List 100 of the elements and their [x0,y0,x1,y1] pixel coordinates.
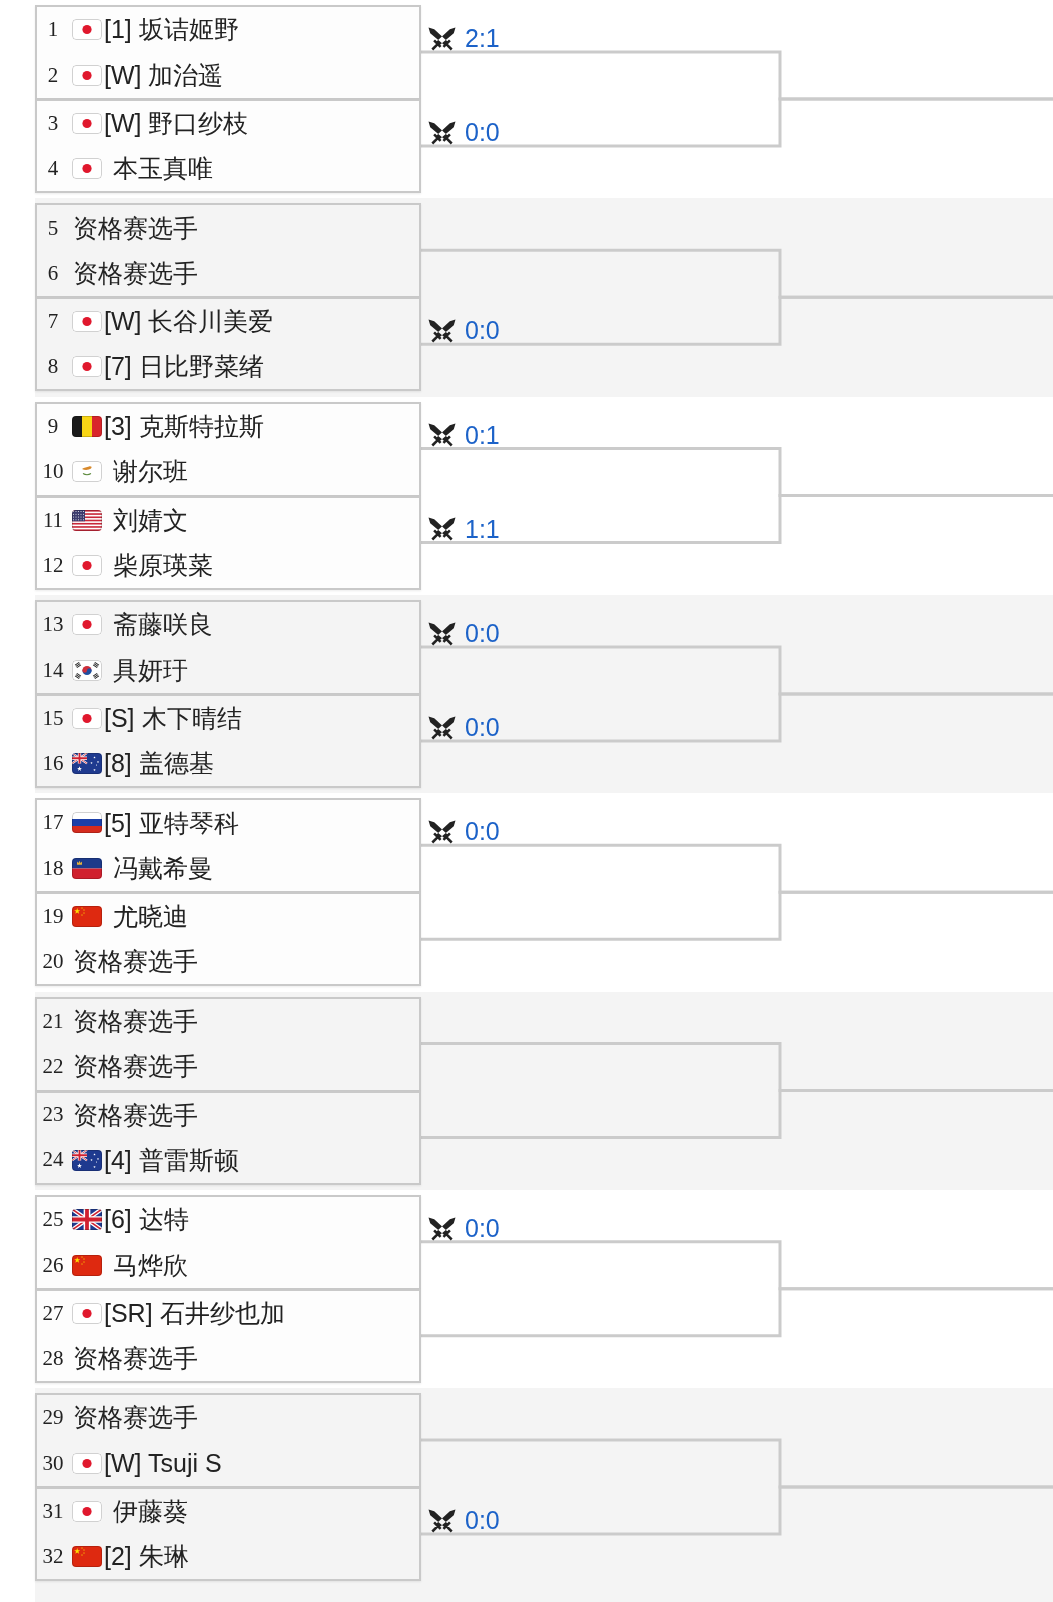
draw-position-number: 1 [46,18,60,42]
draw-position-number: 4 [46,156,60,181]
match-box [35,693,421,788]
head-to-head-score: 0:0 [465,1507,500,1535]
draw-position-number: 32 [41,1545,65,1569]
player-name: 柴原瑛菜 [113,550,213,580]
head-to-head-score: 1:1 [465,515,500,544]
player-row [37,1242,419,1288]
player-name: 冯戴希曼 [113,854,213,883]
player-row [37,1092,419,1138]
match-box [35,1194,421,1289]
player-row [37,205,419,251]
player-row [37,299,419,345]
player-name: 资格赛选手 [73,947,198,977]
draw-position-number: 13 [41,613,65,637]
draw-position-number: 12 [41,553,65,577]
draw-position-number: 7 [46,310,60,334]
player-row [37,1196,419,1243]
bracket-line [421,97,1053,148]
player-name: 谢尔班 [113,457,188,487]
match-box [35,1393,421,1488]
player-row [37,1335,419,1381]
player-row [37,1137,419,1183]
player-row [37,344,419,390]
player-name: 本玉真唯 [113,154,213,183]
match-box [35,1090,421,1185]
match-box [35,401,421,496]
player-name: 尤晓迪 [113,902,188,932]
player-name: [W] Tsuji S [104,1448,222,1478]
player-row [37,998,419,1044]
draw-position-number: 11 [41,508,65,532]
draw-position-number: 24 [41,1148,65,1172]
player-name: 资格赛选手 [73,213,198,243]
draw-position-number: 10 [41,460,65,484]
draw-position-number: 29 [41,1406,65,1430]
player-name: [5] 亚特琴科 [104,808,239,838]
draw-position-number: 9 [46,414,60,438]
draw-position-number: 15 [41,706,65,730]
head-to-head-score: 0:0 [465,713,500,742]
player-row [37,740,419,786]
match-box [35,99,421,193]
player-row [37,939,419,985]
head-to-head-score: 0:0 [465,119,500,147]
player-name: [7] 日比野菜绪 [104,352,264,382]
head-to-head-score: 0:1 [465,421,500,450]
draw-position-number: 14 [41,658,65,682]
player-row [37,1534,419,1580]
player-row [37,250,419,297]
player-name: 伊藤葵 [113,1497,188,1526]
draw-position-number: 27 [41,1301,65,1325]
player-name: 资格赛选手 [73,1403,198,1433]
head-to-head-score: 0:0 [465,818,500,846]
player-name: 资格赛选手 [73,1006,198,1036]
player-name: [4] 普雷斯顿 [104,1145,239,1175]
player-name: [S] 木下晴结 [104,704,242,733]
draw-position-number: 23 [41,1103,65,1127]
draw-position-number: 22 [41,1055,65,1079]
draw-position-number: 5 [46,216,60,240]
player-name: [SR] 石井纱也加 [104,1298,285,1328]
player-row [37,800,419,846]
player-name: 具妍玗 [113,655,188,685]
bracket-line [421,890,1053,941]
player-row [37,542,419,588]
draw-position-number: 18 [41,856,65,880]
player-name: [W] 长谷川美爱 [104,307,274,337]
player-row [37,601,419,648]
match-box [35,203,421,298]
player-row [37,1440,419,1487]
match-box [35,599,421,694]
player-name: 刘婧文 [113,505,188,535]
player-row [37,1395,419,1441]
match-box [35,798,421,893]
player-row [37,403,419,450]
draw-position-number: 21 [41,1009,65,1033]
player-row [37,695,419,741]
head-to-head-score: 0:0 [465,619,500,648]
player-name: [6] 达特 [104,1205,189,1234]
player-row [37,146,419,191]
bracket-line [421,692,1053,743]
draw-position-number: 25 [41,1208,65,1232]
player-row [37,101,419,146]
draw-position-number: 2 [46,63,60,87]
player-row [37,1489,419,1535]
head-to-head-score: 0:0 [465,1214,500,1243]
draw-position-number: 28 [41,1346,65,1370]
player-name: [W] 野口纱枝 [104,109,249,138]
match-box [35,892,421,987]
draw-position-number: 31 [41,1500,65,1524]
player-name: [W] 加治遥 [104,60,224,90]
draw-position-number: 17 [41,811,65,835]
draw-position-number: 26 [41,1253,65,1277]
match-box [35,1487,421,1582]
match-box [35,297,421,392]
player-row [37,1290,419,1336]
draw-position-number: 20 [41,950,65,974]
draw-position-number: 30 [41,1451,65,1475]
player-row [37,7,419,53]
player-name: [8] 盖德基 [104,749,214,778]
bracket-line [421,1287,1053,1338]
bracket-line [421,295,1053,346]
